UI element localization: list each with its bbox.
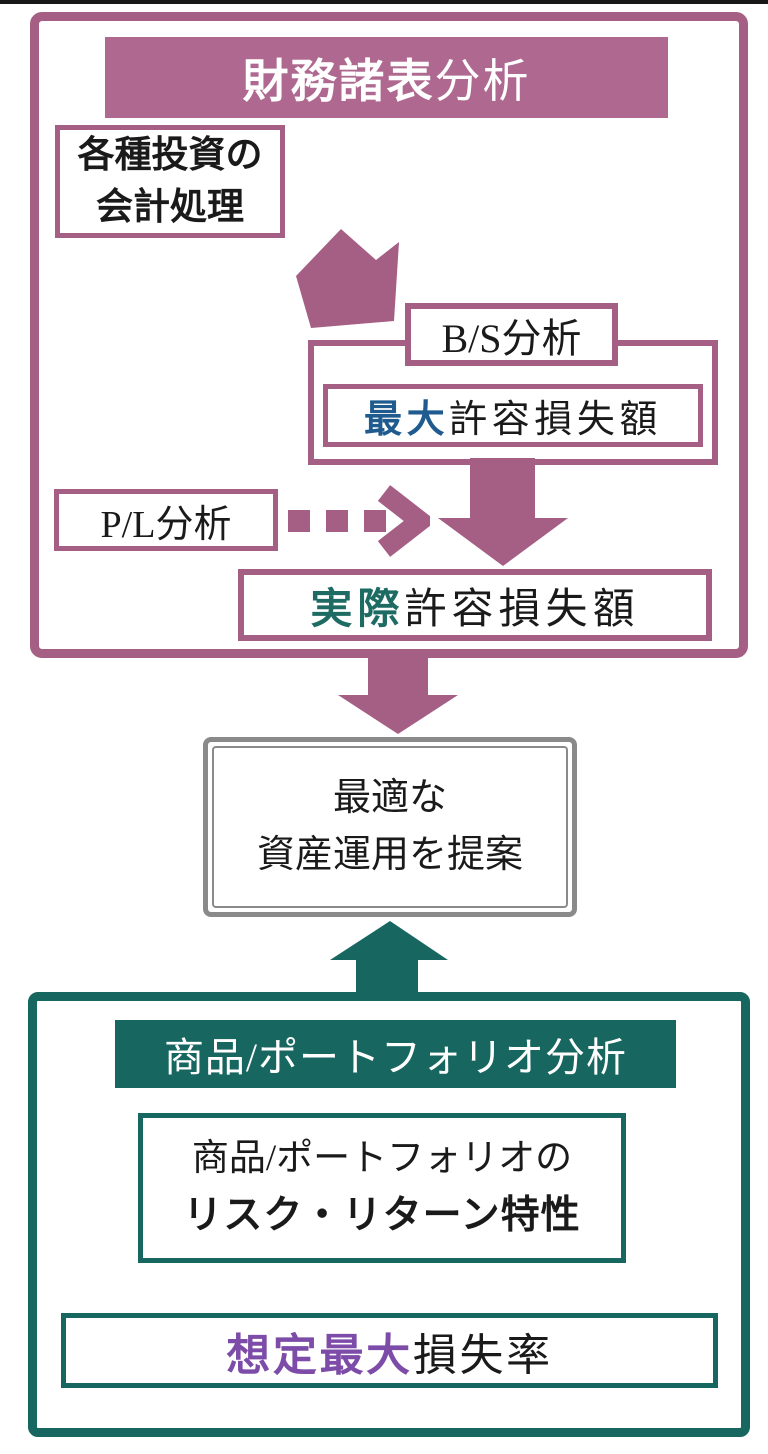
top-crop-rule (0, 0, 768, 4)
portfolio-section-title-bar: 商品/ポートフォリオ分析 (115, 1020, 676, 1088)
max-loss-rate-box: 想定最大損失率 (61, 1313, 718, 1388)
risk-return-line1: 商品/ポートフォリオの (191, 1138, 573, 1179)
proposal-box: 最適な 資産運用を提案 (203, 737, 577, 917)
financial-title-rest: 分析 (434, 55, 531, 107)
max-allowable-loss-box: 最大許容損失額 (323, 384, 703, 447)
financial-section-title-bar: 財務諸表分析 (105, 37, 668, 118)
investment-accounting-box: 各種投資の 会計処理 (55, 125, 285, 238)
risk-return-box: 商品/ポートフォリオの リスク・リターン特性 (138, 1113, 626, 1263)
max-loss-rate-highlight: 想定最大 (226, 1330, 413, 1380)
pl-analysis-box: P/L分析 (54, 489, 278, 551)
section-up-arrow-icon (330, 921, 448, 996)
section-down-arrow-icon (338, 649, 458, 734)
proposal-line2: 資産運用を提案 (256, 834, 523, 876)
proposal-box-inner: 最適な 資産運用を提案 (212, 746, 568, 908)
risk-return-line2: リスク・リターン特性 (183, 1193, 581, 1237)
bs-analysis-label-box: B/S分析 (405, 303, 618, 366)
actual-allowable-loss-box: 実際許容損失額 (238, 569, 712, 641)
max-allowable-loss-highlight: 最大 (364, 399, 450, 441)
financial-title-strong: 財務諸表 (242, 55, 435, 107)
portfolio-title: 商品/ポートフォリオ分析 (163, 1035, 628, 1080)
investment-accounting-line1: 各種投資の (77, 134, 263, 176)
pl-analysis-label: P/L分析 (100, 503, 232, 546)
bent-arrow-icon (296, 229, 399, 328)
proposal-line1: 最適な (332, 777, 447, 819)
down-arrow-icon (438, 458, 568, 566)
dashed-arrow-icon (288, 485, 430, 557)
investment-accounting-line2: 会計処理 (96, 186, 244, 228)
max-loss-rate-rest: 損失率 (412, 1330, 553, 1380)
actual-allowable-loss-rest: 許容損失額 (404, 586, 640, 633)
max-allowable-loss-rest: 許容損失額 (449, 399, 662, 441)
actual-allowable-loss-highlight: 実際 (310, 586, 405, 633)
bs-analysis-label: B/S分析 (441, 315, 582, 361)
